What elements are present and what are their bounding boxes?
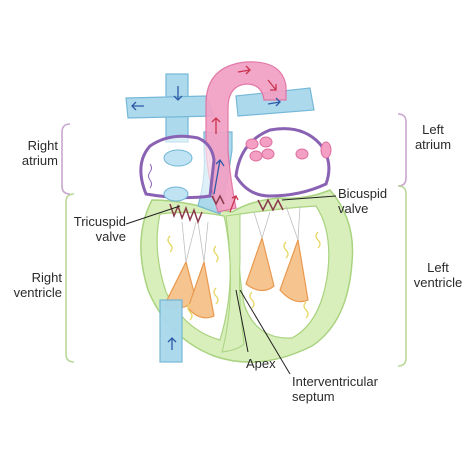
arrow-aorta-top xyxy=(237,65,251,75)
arrow-pulm-left xyxy=(131,101,144,111)
arrow-aorta-up xyxy=(211,117,221,134)
left-atrium-wall xyxy=(234,127,331,198)
papillary-muscles xyxy=(163,235,309,319)
arrow-aorta-right xyxy=(267,79,277,91)
right-ventricle-label-line2: ventricle xyxy=(13,285,62,300)
left-atrium-label-line1: Left xyxy=(422,122,444,137)
aortic-arch xyxy=(205,61,287,213)
septum-label-line2: septum xyxy=(292,389,335,404)
left-atrium-label-line2: atrium xyxy=(414,137,452,152)
valves xyxy=(169,194,284,225)
leader-lines xyxy=(125,195,337,375)
bicuspid-valve-label-line1: Bicuspid xyxy=(338,186,388,201)
arrow-ivc xyxy=(167,337,177,350)
right-ventricle-label-line1: Right xyxy=(31,270,62,285)
tricuspid-valve xyxy=(169,203,203,225)
flow-arrows xyxy=(131,86,281,350)
apex-leader xyxy=(235,289,249,353)
left-ventricle-label-line2: ventricle xyxy=(413,275,463,290)
aorta-arrows xyxy=(211,65,277,213)
inferior-vena-cava xyxy=(159,299,183,363)
apex-label: Apex xyxy=(246,356,276,371)
septum-label-line1: Interventricular xyxy=(292,374,378,389)
pulmonary-arteries xyxy=(125,95,215,119)
left-ventricle-label: Left ventricle xyxy=(408,260,468,290)
pulmonary-vein-openings xyxy=(245,136,309,162)
bicuspid-valve xyxy=(257,198,284,212)
tricuspid-leader xyxy=(125,205,181,225)
right-atrium-wall xyxy=(139,134,216,200)
svc-opening xyxy=(163,149,193,167)
sa-node-wiggle xyxy=(148,163,152,189)
interventricular-septum xyxy=(221,213,245,353)
left-atrium-bracket xyxy=(397,113,407,187)
bicuspid-leader xyxy=(281,195,337,201)
right-atrium-label-line1: Right xyxy=(27,138,58,153)
pulmonary-valve xyxy=(211,194,225,206)
left-papillary-right xyxy=(279,237,309,303)
left-papillary-left xyxy=(245,235,275,292)
left-atrium-label: Left atrium xyxy=(408,122,458,152)
bicuspid-valve-label-line2: valve xyxy=(338,201,369,216)
arrow-pulm-right xyxy=(267,97,281,107)
arrow-svc xyxy=(173,86,183,101)
left-ventricle-bracket xyxy=(397,185,407,367)
right-atrium-label: Right atrium xyxy=(8,138,58,168)
septum-leader xyxy=(239,289,291,375)
right-papillary-mid xyxy=(187,259,215,319)
tricuspid-valve-label-line2: valve xyxy=(95,229,126,244)
ivc-opening xyxy=(163,186,189,202)
arrow-aorta-valve xyxy=(229,195,239,213)
right-ventricle-label: Right ventricle xyxy=(4,270,62,300)
right-atrium-label-line2: atrium xyxy=(21,153,58,168)
tricuspid-valve-label-line1: Tricuspid xyxy=(73,214,126,229)
left-ventricle-label-line1: Left xyxy=(427,260,449,275)
right-atrium-bracket xyxy=(61,123,71,195)
blood-squiggles xyxy=(167,231,321,321)
tricuspid-valve-label: Tricuspid valve xyxy=(64,214,126,244)
chordae-tendineae xyxy=(181,205,301,263)
interventricular-septum-label: Interventricular septum xyxy=(292,374,402,404)
arrow-pulmonary xyxy=(213,158,225,195)
right-ventricle-bracket xyxy=(65,193,75,363)
oxygenated-vessels xyxy=(205,61,287,213)
left-atrium-opening xyxy=(320,141,332,159)
bicuspid-valve-label: Bicuspid valve xyxy=(338,186,400,216)
